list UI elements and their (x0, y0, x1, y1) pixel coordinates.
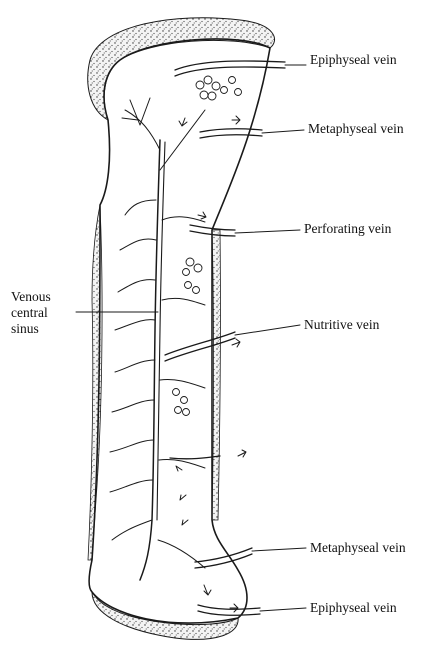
label-leaders (76, 65, 306, 611)
label-metaphyseal-vein-top: Metaphyseal vein (308, 121, 404, 136)
label-epiphyseal-vein-bottom: Epiphyseal vein (310, 600, 397, 615)
top-articular-cartilage (88, 18, 275, 120)
label-perforating-vein: Perforating vein (304, 221, 391, 236)
label-nutritive-vein: Nutritive vein (304, 317, 379, 332)
label-epiphyseal-vein-top: Epiphyseal vein (310, 52, 397, 67)
bottom-articular-cartilage (92, 592, 238, 639)
bone-outline (89, 39, 270, 623)
label-central: central (11, 305, 48, 320)
exiting-veins (165, 61, 285, 615)
label-metaphyseal-vein-bottom: Metaphyseal vein (310, 540, 406, 555)
label-sinus: sinus (11, 321, 39, 336)
sinusoid-clusters (173, 76, 242, 416)
flow-arrows (176, 116, 246, 612)
right-cortex (212, 230, 220, 520)
label-venous: Venous (11, 289, 51, 304)
